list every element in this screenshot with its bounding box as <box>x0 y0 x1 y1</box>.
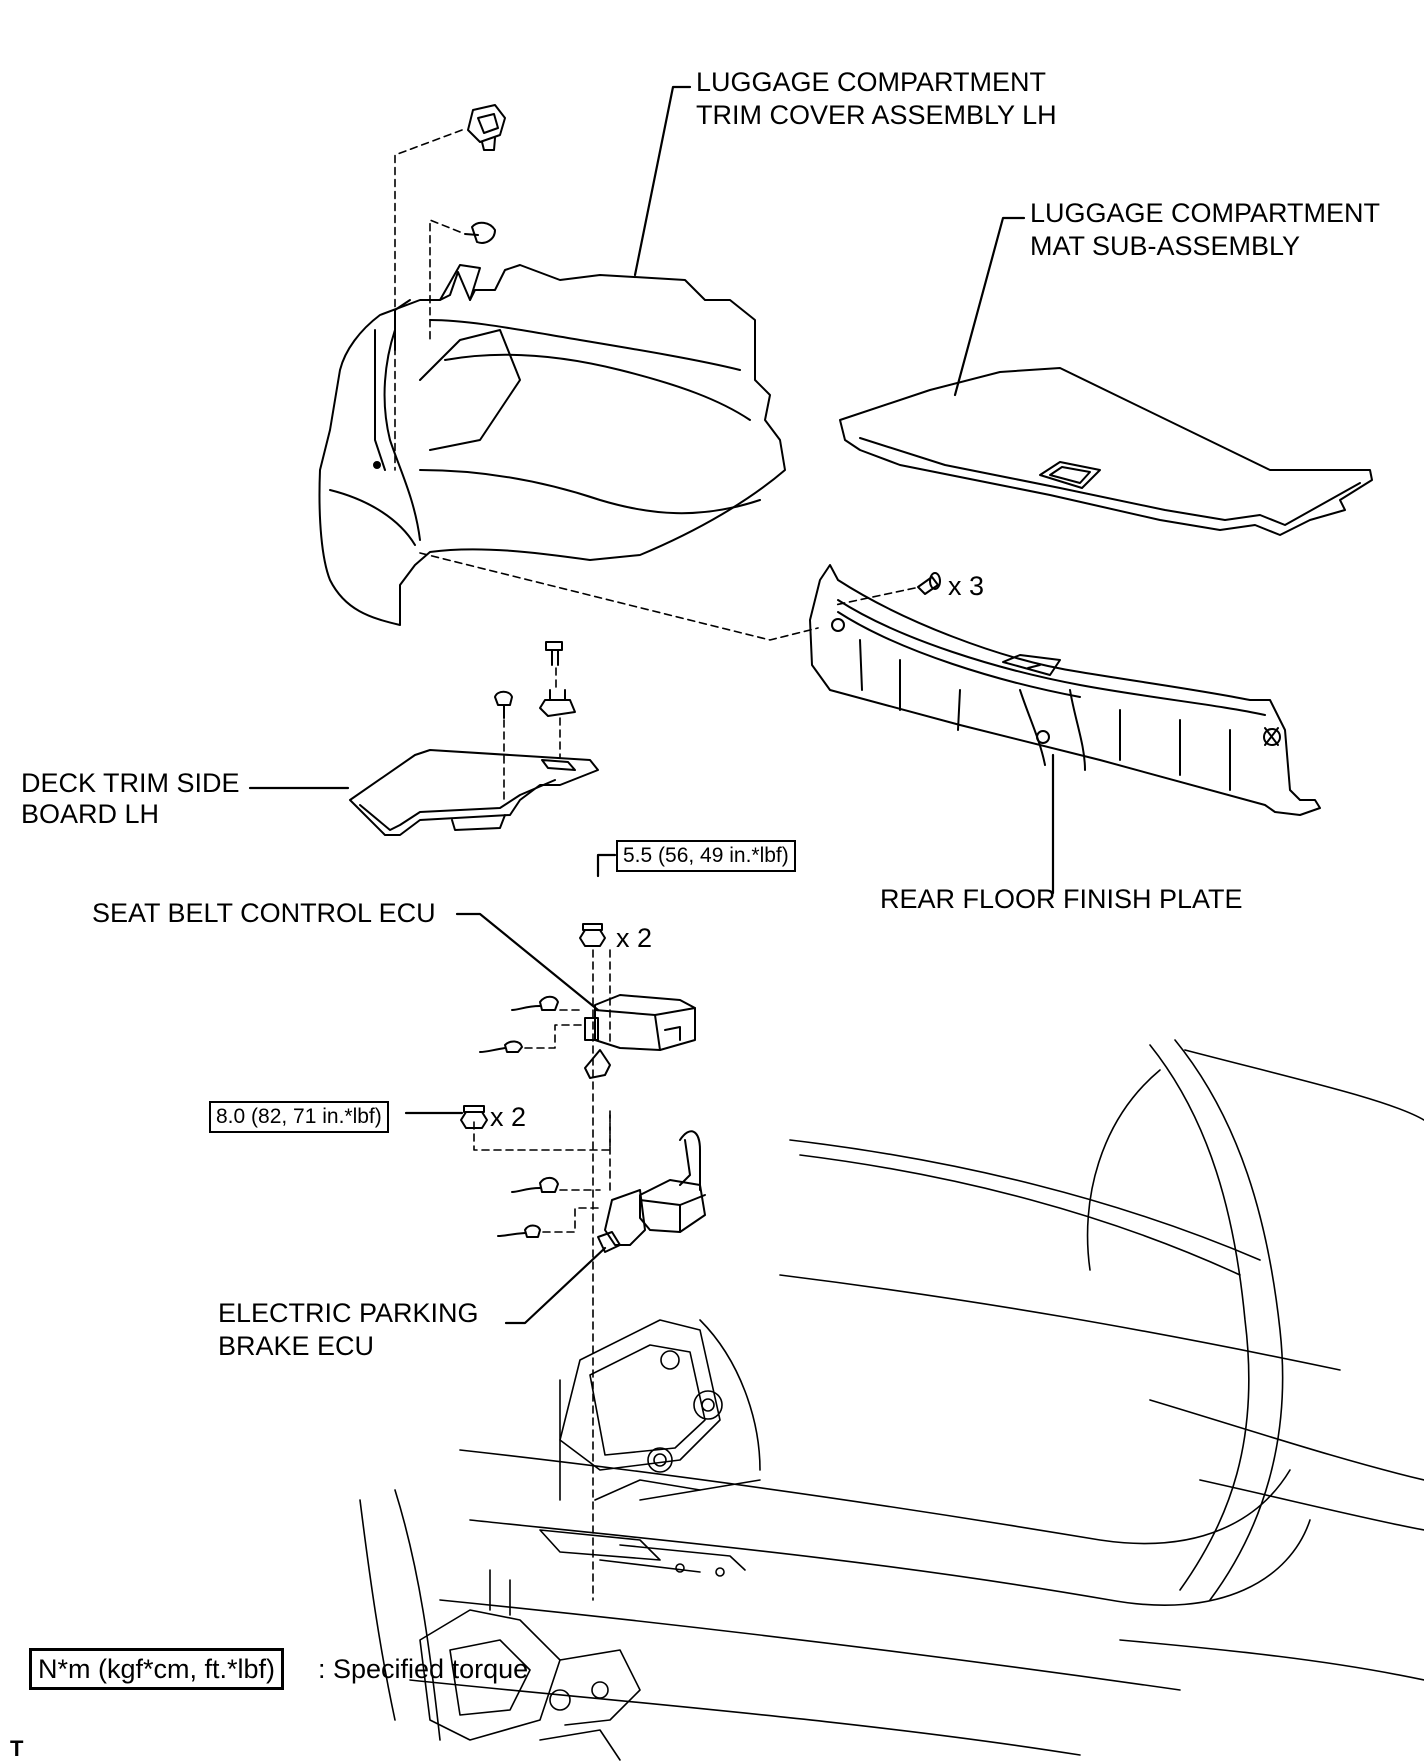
plate-clip-part <box>917 572 941 595</box>
mat-label-line2: MAT SUB-ASSEMBLY <box>1030 231 1301 261</box>
footer-code: T <box>10 1736 24 1761</box>
label-leaders <box>248 85 1055 1325</box>
trim-cover-part <box>318 264 786 626</box>
legend-unit-box: N*m (kgf*cm, ft.*lbf) <box>29 1648 285 1690</box>
seat-belt-nut-part <box>579 923 606 947</box>
parking-brake-leaders <box>473 1109 611 1233</box>
parking-brake-label-line2: BRAKE ECU <box>218 1331 375 1361</box>
clip-quantity: x 3 <box>948 571 985 601</box>
seat-belt-ecu-leaders <box>524 1009 583 1049</box>
plate-leader-dashed <box>419 552 916 641</box>
deck-board-leaders <box>503 667 561 801</box>
parking-brake-nut-part <box>460 1105 488 1129</box>
seat-belt-ecu-label: SEAT BELT CONTROL ECU <box>92 898 436 928</box>
trim-cover-label-line2: TRIM COVER ASSEMBLY LH <box>696 100 1057 130</box>
parking-brake-ecu-part <box>497 1130 706 1253</box>
vehicle-body <box>359 1039 1424 1761</box>
mat-label-line1: LUGGAGE COMPARTMENT <box>1030 198 1381 228</box>
rear-floor-plate-label: REAR FLOOR FINISH PLATE <box>880 884 1243 914</box>
deck-board-part <box>349 641 599 836</box>
upper-nut-quantity: x 2 <box>616 923 653 953</box>
luggage-mat-part <box>839 367 1373 536</box>
seat-belt-ecu-part <box>479 994 696 1079</box>
legend-text: : Specified torque <box>318 1654 529 1684</box>
trim-cover-label-line1: LUGGAGE COMPARTMENT <box>696 67 1047 97</box>
deck-board-label-line1: DECK TRIM SIDE <box>21 768 240 798</box>
rear-floor-plate-part <box>809 564 1321 816</box>
deck-board-label-line2: BOARD LH <box>21 799 160 829</box>
trim-clip-parts <box>464 104 506 244</box>
clip-leaders <box>394 129 463 471</box>
parking-brake-torque-box: 8.0 (82, 71 in.*lbf) <box>209 1101 389 1133</box>
seat-belt-torque-box: 5.5 (56, 49 in.*lbf) <box>616 840 796 872</box>
parking-brake-label-line1: ELECTRIC PARKING <box>218 1298 479 1328</box>
upper-nut-leader <box>592 949 611 1601</box>
lower-nut-quantity: x 2 <box>490 1102 527 1132</box>
